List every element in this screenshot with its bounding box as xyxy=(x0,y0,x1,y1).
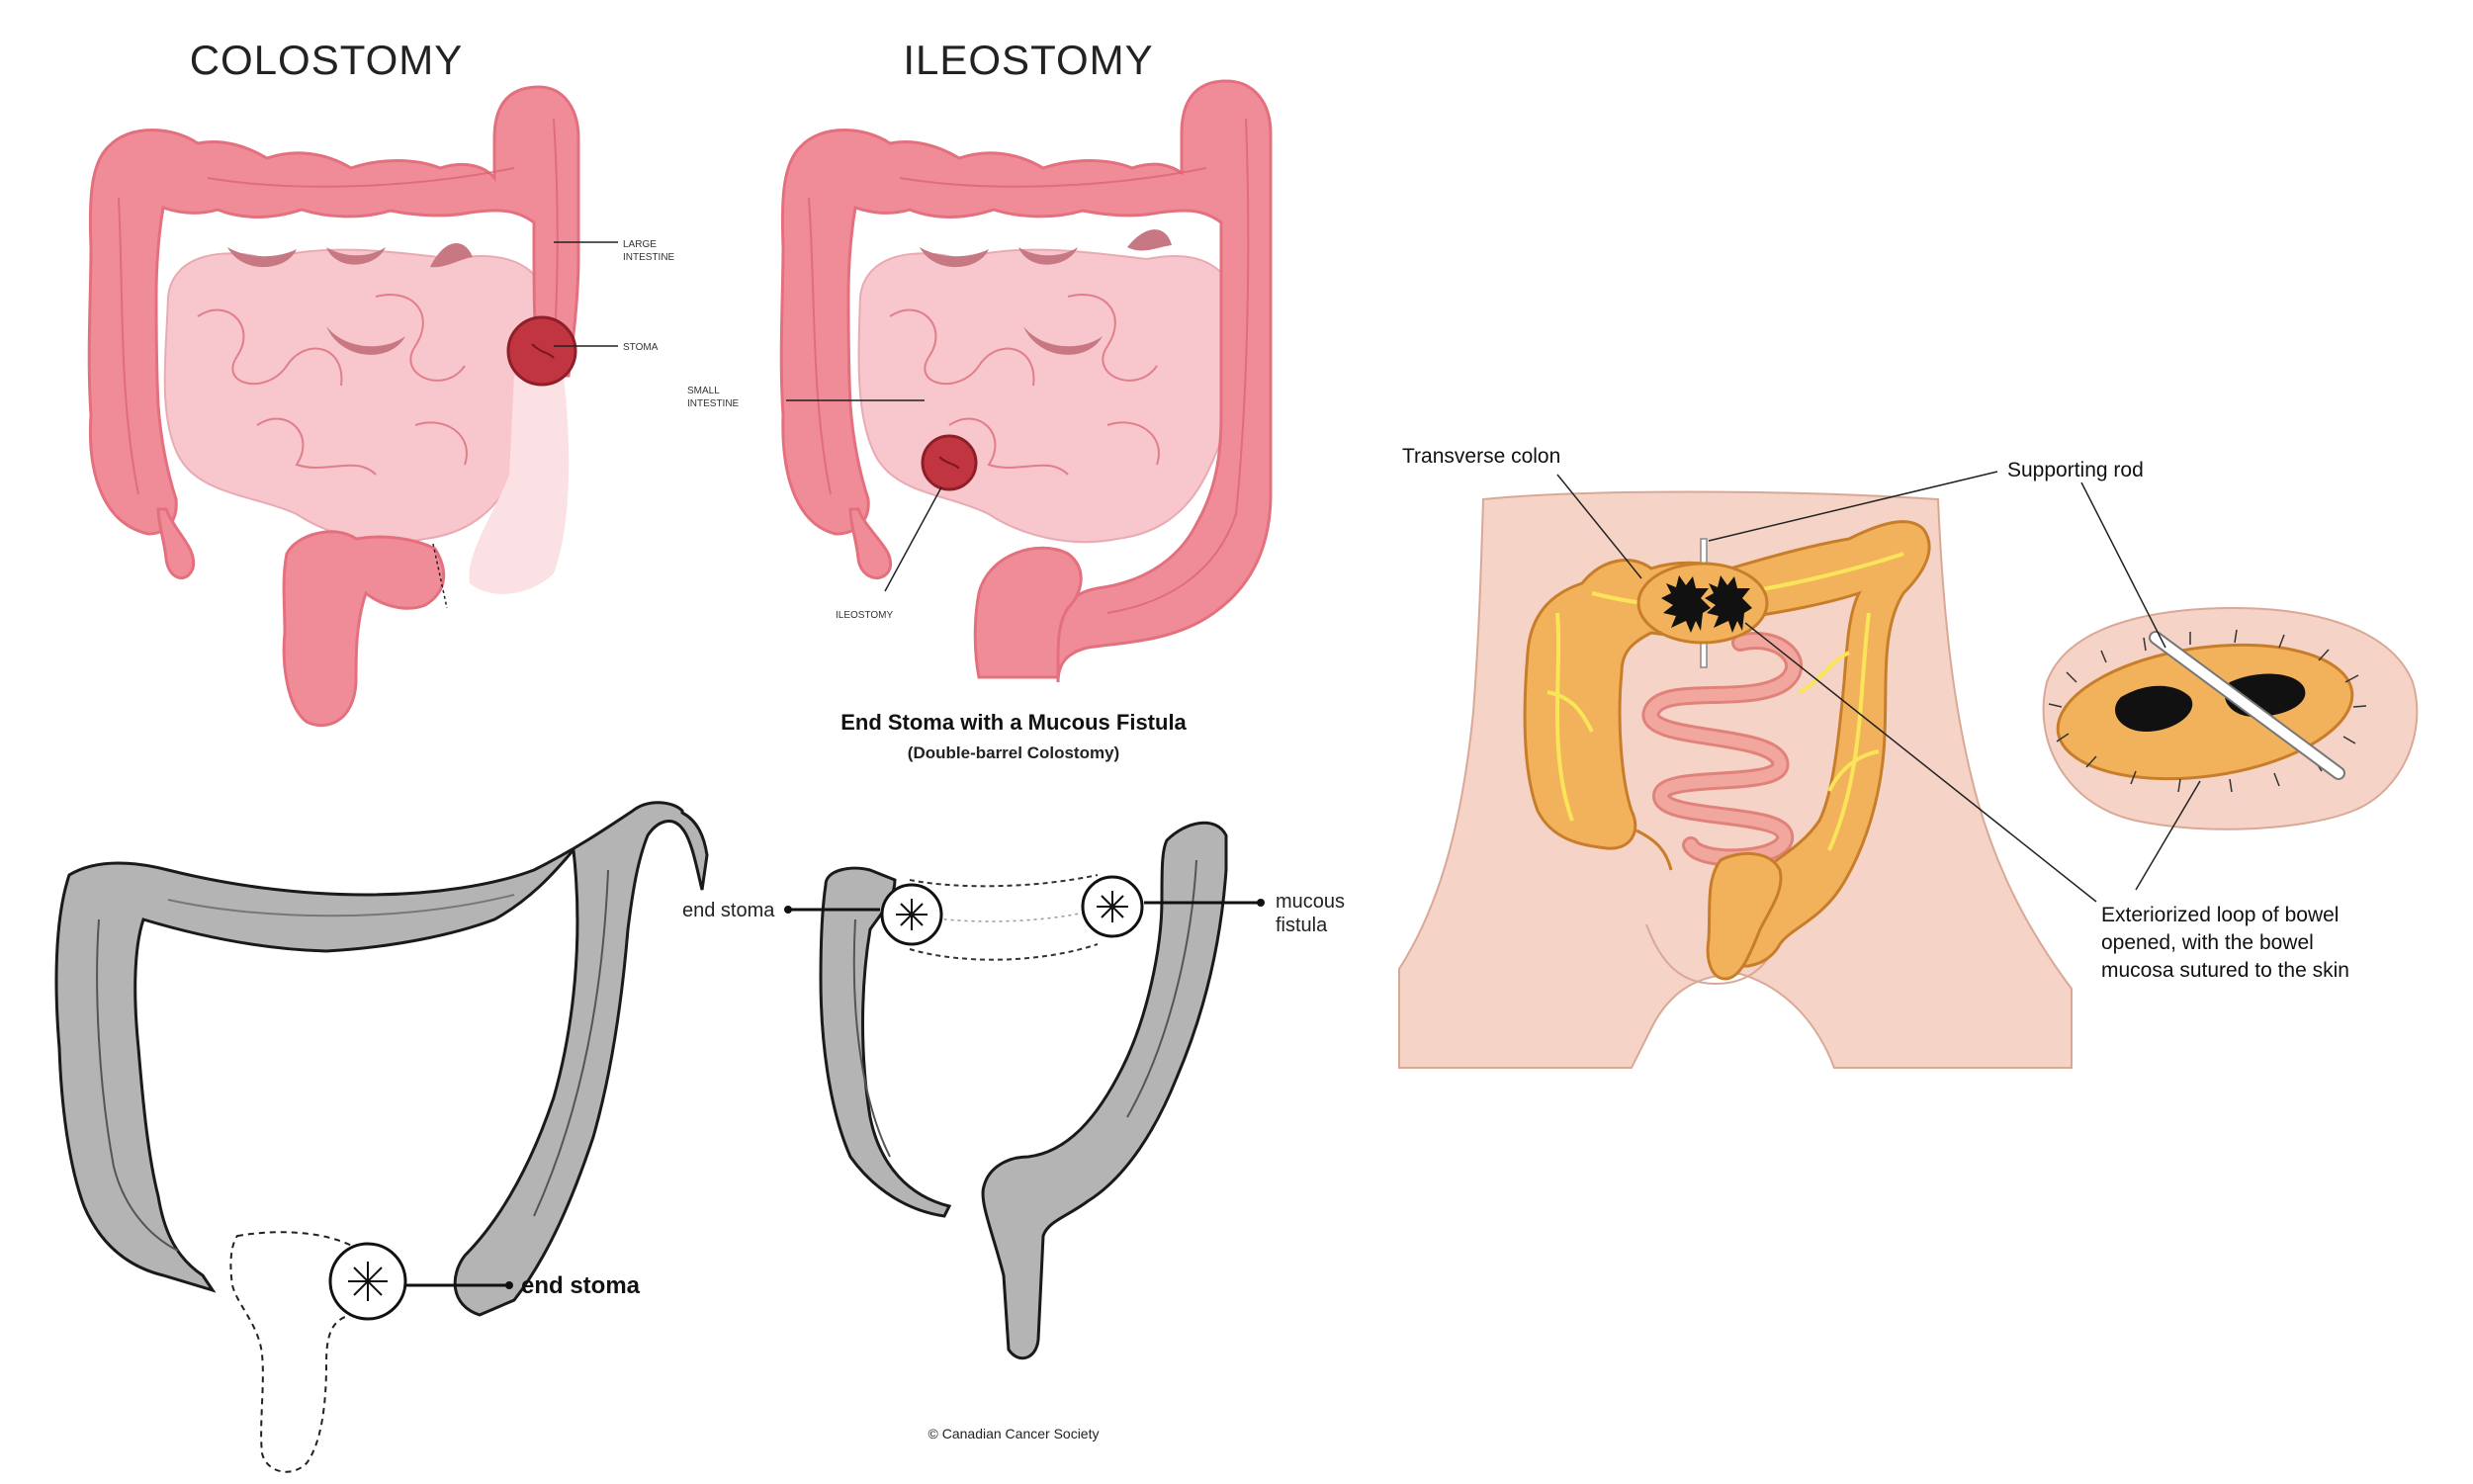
label-large-intestine-2: INTESTINE xyxy=(623,252,675,263)
small-intestine xyxy=(163,248,553,544)
double-barrel-panel: End Stoma with a Mucous Fistula (Double-… xyxy=(682,710,1345,1441)
end-stoma-star-icon xyxy=(348,1262,388,1301)
gray-colon xyxy=(54,801,709,1317)
loop-colostomy-panel: Transverse colon Supporting rod Exterior… xyxy=(1398,445,2419,1069)
colostomy-title: COLOSTOMY xyxy=(190,37,464,83)
label-db-end-stoma: end stoma xyxy=(682,900,775,921)
label-small-intestine-1: SMALL xyxy=(687,386,720,396)
ileostomy-rectum xyxy=(973,546,1083,679)
end-stoma-panel: end stoma xyxy=(54,801,709,1473)
ileostomy-small-intestine xyxy=(857,248,1238,544)
double-barrel-descending-colon xyxy=(981,821,1228,1360)
removed-colon-segment xyxy=(469,376,570,594)
label-mucous-2: fistula xyxy=(1276,915,1328,936)
small-intestine-loops xyxy=(197,294,468,476)
colostomy-panel: COLOSTOMY LARGE INTESTINE STOMA xyxy=(87,37,675,728)
loop-colon xyxy=(1523,520,1931,968)
rectum xyxy=(282,530,446,728)
label-small-intestine-2: INTESTINE xyxy=(687,398,740,409)
loop-rectum xyxy=(1706,851,1783,981)
ileostomy-title: ILEOSTOMY xyxy=(903,37,1153,83)
zoomed-supporting-rod xyxy=(2151,633,2343,778)
ileostomy-panel: ILEOSTOMY SMALL INTESTINE ILEOSTOMY xyxy=(687,37,1273,683)
label-end-stoma: end stoma xyxy=(521,1272,641,1299)
large-intestine xyxy=(87,85,580,536)
label-exteriorized-1: Exteriorized loop of bowel xyxy=(2101,904,2339,926)
mucous-fistula-star-icon xyxy=(1097,891,1128,922)
credit-text: © Canadian Cancer Society xyxy=(928,1426,1100,1441)
ileostomy-large-intestine xyxy=(779,79,1273,683)
zoomed-stoma-left xyxy=(2115,685,2193,732)
label-transverse-colon: Transverse colon xyxy=(1402,445,1560,468)
label-stoma: STOMA xyxy=(623,342,659,353)
double-barrel-title: End Stoma with a Mucous Fistula xyxy=(840,710,1187,735)
label-exteriorized-3: mucosa sutured to the skin xyxy=(2101,959,2349,982)
label-mucous-1: mucous xyxy=(1276,891,1345,913)
double-barrel-subtitle: (Double-barrel Colostomy) xyxy=(908,743,1119,762)
label-large-intestine-1: LARGE xyxy=(623,239,657,250)
removed-rectum-outline xyxy=(229,1231,381,1473)
label-ileostomy: ILEOSTOMY xyxy=(836,610,893,621)
label-exteriorized-2: opened, with the bowel xyxy=(2101,931,2314,954)
suture-marks xyxy=(2048,629,2367,793)
end-stoma-star-icon xyxy=(896,899,927,930)
label-supporting-rod: Supporting rod xyxy=(2007,459,2144,481)
